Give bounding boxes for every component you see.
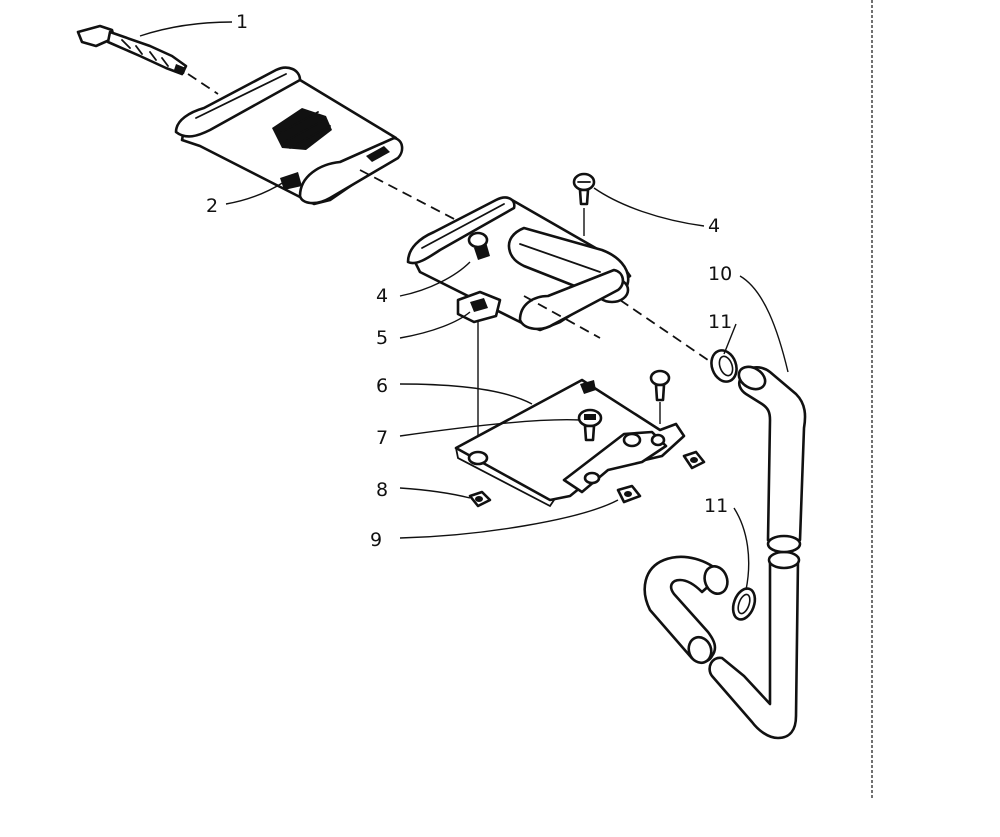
callout-6: 6 — [376, 375, 388, 397]
leader-9 — [399, 499, 619, 539]
callout-1: 1 — [236, 11, 248, 33]
callout-9: 9 — [370, 529, 382, 551]
callout-11-lower: 11 — [704, 495, 728, 517]
callout-2: 2 — [206, 195, 218, 217]
guideline-3-clamp — [619, 299, 709, 361]
callout-5: 5 — [376, 327, 388, 349]
guideline-1-2 — [187, 73, 219, 95]
leader-1 — [139, 21, 233, 37]
callout-11-upper: 11 — [708, 311, 732, 333]
leader-11a — [723, 323, 737, 355]
leader-4a — [593, 187, 705, 227]
part-11-clamp-upper — [710, 349, 738, 383]
part-3-valve-body — [406, 196, 632, 332]
leader-5 — [399, 311, 471, 339]
leader-10 — [739, 275, 789, 373]
part-10-hose — [643, 365, 807, 740]
part-9-nut — [616, 484, 642, 504]
leader-7 — [399, 419, 581, 437]
leader-4b — [399, 261, 471, 297]
leader-6 — [399, 383, 533, 405]
part-7-screw — [577, 408, 603, 442]
part-6-bracket — [454, 378, 686, 508]
callout-7: 7 — [376, 427, 388, 449]
callout-4-upper: 4 — [708, 215, 720, 237]
part-11-clamp-lower — [731, 587, 757, 621]
part-1-key — [76, 24, 188, 76]
part-4-screw-upper — [572, 172, 596, 206]
callout-4-lower: 4 — [376, 285, 388, 307]
leader-11b — [733, 507, 750, 591]
part-2-housing — [174, 66, 404, 206]
callout-8: 8 — [376, 479, 388, 501]
callout-10: 10 — [708, 263, 732, 285]
leader-8 — [399, 487, 471, 499]
leader-2 — [225, 181, 285, 205]
guideline-2-3 — [359, 169, 461, 223]
part-7-screw-right — [649, 369, 671, 402]
part-nut-right — [682, 450, 706, 470]
part-8-nut — [468, 490, 492, 508]
guideline-3-tube — [523, 295, 601, 339]
